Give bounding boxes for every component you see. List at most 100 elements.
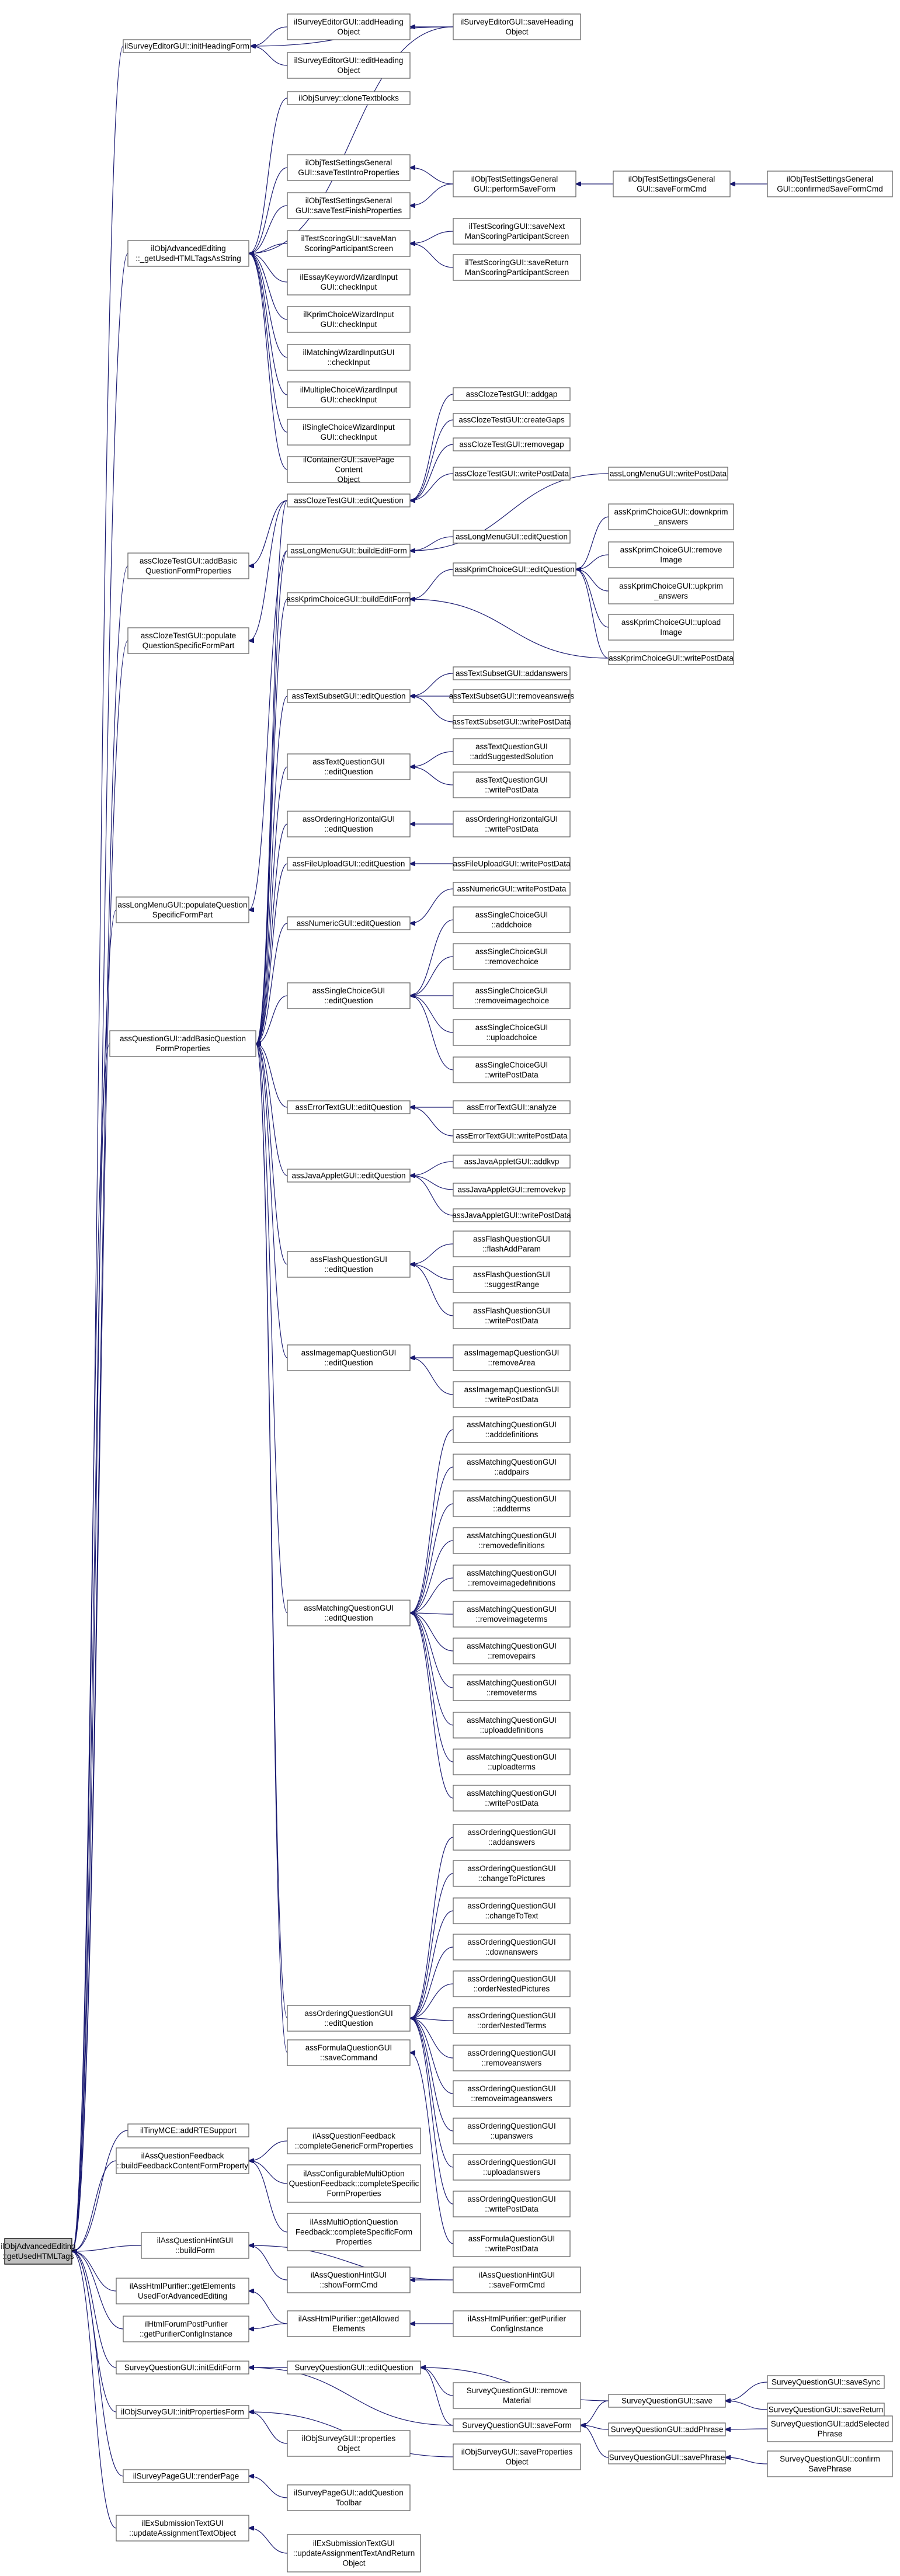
node-mq3[interactable]: assMatchingQuestionGUI::addterms	[453, 1490, 571, 1517]
node-fuWrite[interactable]: assFileUploadGUI::writePostData	[453, 857, 571, 871]
node-kpBuild[interactable]: assKprimChoiceGUI::buildEditForm	[286, 592, 411, 606]
node-tsNext[interactable]: ilTestScoringGUI::saveNextManScoringPart…	[453, 218, 581, 245]
node-matchWiz[interactable]: ilMatchingWizardInputGUI::checkInput	[287, 344, 411, 371]
node-exUpdate[interactable]: ilExSubmissionTextGUI::updateAssignmentT…	[116, 2515, 249, 2542]
node-tsRem[interactable]: assTextSubsetGUI::removeanswers	[449, 689, 575, 703]
node-scWrite[interactable]: assSingleChoiceGUI::writePostData	[453, 1056, 571, 1083]
node-flAdd[interactable]: assFlashQuestionGUI::flashAddParam	[453, 1230, 571, 1257]
node-oq4[interactable]: assOrderingQuestionGUI::downanswers	[453, 1934, 571, 1960]
node-sqAddPhrase[interactable]: SurveyQuestionGUI::addPhrase	[608, 2422, 726, 2436]
node-mq6[interactable]: assMatchingQuestionGUI::removeimageterms	[453, 1601, 571, 1628]
node-sqInit[interactable]: SurveyQuestionGUI::initEditForm	[116, 2361, 249, 2375]
node-lmWrite[interactable]: assLongMenuGUI::writePostData	[608, 467, 728, 481]
node-clozeRemove[interactable]: assClozeTestGUI::removegap	[453, 437, 571, 451]
node-hpConfig[interactable]: ilAssHtmlPurifier::getPurifierConfigInst…	[453, 2310, 581, 2337]
node-advUsed[interactable]: ilObjAdvancedEditing::_getUsedHTMLTagsAs…	[127, 240, 249, 267]
node-spRender[interactable]: ilSurveyPageGUI::renderPage	[123, 2469, 249, 2483]
node-qfConfig[interactable]: ilAssConfigurableMultiOptionQuestionFeed…	[287, 2164, 421, 2203]
node-jaEdit[interactable]: assJavaAppletGUI::editQuestion	[287, 1169, 411, 1183]
node-lmEdit[interactable]: assLongMenuGUI::editQuestion	[453, 530, 571, 544]
node-imRem[interactable]: assImagemapQuestionGUI::removeArea	[453, 1344, 571, 1371]
node-imEdit[interactable]: assImagemapQuestionGUI::editQuestion	[287, 1344, 411, 1371]
node-mq1[interactable]: assMatchingQuestionGUI::adddefinitions	[453, 1416, 571, 1443]
node-mq4[interactable]: assMatchingQuestionGUI::removedefinition…	[453, 1527, 571, 1554]
node-scRemImg[interactable]: assSingleChoiceGUI::removeimagechoice	[453, 982, 571, 1009]
node-kpUp[interactable]: assKprimChoiceGUI::upkprim_answers	[608, 578, 734, 604]
node-tsSaveMan[interactable]: ilTestScoringGUI::saveManScoringParticip…	[287, 230, 411, 257]
node-oq1[interactable]: assOrderingQuestionGUI::addanswers	[453, 1824, 571, 1851]
node-clozeWrite[interactable]: assClozeTestGUI::writePostData	[453, 467, 571, 481]
node-flEdit[interactable]: assFlashQuestionGUI::editQuestion	[287, 1251, 411, 1278]
node-sqSave[interactable]: SurveyQuestionGUI::save	[608, 2394, 726, 2408]
node-root[interactable]: ilObjAdvancedEditing::getUsedHTMLTags	[1, 2238, 76, 2265]
node-lmBuild[interactable]: assLongMenuGUI::buildEditForm	[287, 544, 411, 558]
node-scRem[interactable]: assSingleChoiceGUI::removechoice	[453, 943, 571, 970]
node-fuEdit[interactable]: assFileUploadGUI::editQuestion	[287, 857, 411, 871]
node-numWrite[interactable]: assNumericGUI::writePostData	[453, 882, 571, 896]
node-tsReturn[interactable]: ilTestScoringGUI::saveReturnManScoringPa…	[453, 254, 581, 281]
node-kpWrite[interactable]: assKprimChoiceGUI::writePostData	[608, 651, 734, 665]
node-clozeEdit[interactable]: assClozeTestGUI::editQuestion	[287, 493, 411, 507]
node-mqEdit[interactable]: assMatchingQuestionGUI::editQuestion	[287, 1600, 411, 1626]
node-osCloneText[interactable]: ilObjSurvey::cloneTextblocks	[287, 91, 411, 105]
node-ohWrite[interactable]: assOrderingHorizontalGUI::writePostData	[453, 811, 571, 837]
node-hfConfig[interactable]: ilHtmlForumPostPurifier::getPurifierConf…	[123, 2316, 249, 2342]
node-otsFinish[interactable]: ilObjTestSettingsGeneralGUI::saveTestFin…	[287, 192, 411, 219]
node-oq11[interactable]: assOrderingQuestionGUI::writePostData	[453, 2191, 571, 2217]
node-flRange[interactable]: assFlashQuestionGUI::suggestRange	[453, 1266, 571, 1293]
node-mq8[interactable]: assMatchingQuestionGUI::removeterms	[453, 1674, 571, 1701]
node-oq5[interactable]: assOrderingQuestionGUI::orderNestedPictu…	[453, 1970, 571, 1997]
node-hintSave[interactable]: ilAssQuestionHintGUI::saveFormCmd	[453, 2266, 581, 2293]
node-osInitProps[interactable]: ilObjSurveyGUI::initPropertiesForm	[116, 2405, 249, 2419]
node-etWrite[interactable]: assErrorTextGUI::writePostData	[453, 1129, 571, 1143]
node-scAdd[interactable]: assSingleChoiceGUI::addchoice	[453, 906, 571, 933]
node-etEdit[interactable]: assErrorTextGUI::editQuestion	[287, 1100, 411, 1114]
node-jaWrite[interactable]: assJavaAppletGUI::writePostData	[452, 1208, 571, 1222]
node-sqSaveSync[interactable]: SurveyQuestionGUI::saveSync	[767, 2375, 885, 2389]
node-oq6[interactable]: assOrderingQuestionGUI::orderNestedTerms	[453, 2007, 571, 2034]
node-exUpdateRet[interactable]: ilExSubmissionTextGUI::updateAssignmentT…	[287, 2534, 421, 2572]
node-jaAdd[interactable]: assJavaAppletGUI::addkvp	[453, 1155, 571, 1169]
node-scEdit[interactable]: assSingleChoiceGUI::editQuestion	[287, 982, 411, 1009]
node-oq8[interactable]: assOrderingQuestionGUI::removeimageanswe…	[453, 2080, 571, 2107]
node-multiWiz[interactable]: ilMultipleChoiceWizardInputGUI::checkInp…	[287, 381, 411, 408]
node-scUpload[interactable]: assSingleChoiceGUI::uploadchoice	[453, 1019, 571, 1046]
node-clozeCreate[interactable]: assClozeTestGUI::createGaps	[453, 413, 571, 427]
node-tqEdit[interactable]: assTextQuestionGUI::editQuestion	[287, 753, 411, 780]
node-ohEdit[interactable]: assOrderingHorizontalGUI::editQuestion	[287, 811, 411, 837]
node-lmPopulate[interactable]: assLongMenuGUI::populateQuestionSpecific…	[116, 896, 249, 923]
node-sveHeadInit[interactable]: ilSurveyEditorGUI::initHeadingForm	[123, 39, 251, 53]
node-otsConfirm[interactable]: ilObjTestSettingsGeneralGUI::confirmedSa…	[767, 171, 893, 197]
node-hintBuild[interactable]: ilAssQuestionHintGUI::buildForm	[141, 2232, 249, 2259]
node-tsEdit[interactable]: assTextSubsetGUI::editQuestion	[287, 689, 411, 703]
node-hpElements[interactable]: ilAssHtmlPurifier::getElementsUsedForAdv…	[116, 2278, 249, 2304]
node-oq10[interactable]: assOrderingQuestionGUI::uploadanswers	[453, 2154, 571, 2181]
node-kpDown[interactable]: assKprimChoiceGUI::downkprim_answers	[608, 503, 734, 530]
node-imWrite[interactable]: assImagemapQuestionGUI::writePostData	[453, 1381, 571, 1408]
node-hintShow[interactable]: ilAssQuestionHintGUI::showFormCmd	[287, 2266, 411, 2293]
node-mq11[interactable]: assMatchingQuestionGUI::writePostData	[453, 1785, 571, 1812]
node-mq7[interactable]: assMatchingQuestionGUI::removepairs	[453, 1638, 571, 1664]
node-etAnalyze[interactable]: assErrorTextGUI::analyze	[453, 1100, 571, 1114]
node-oq2[interactable]: assOrderingQuestionGUI::changeToPictures	[453, 1860, 571, 1887]
node-otsIntro[interactable]: ilObjTestSettingsGeneralGUI::saveTestInt…	[287, 154, 411, 181]
node-tsAdd[interactable]: assTextSubsetGUI::addanswers	[453, 666, 571, 680]
node-sqEdit[interactable]: SurveyQuestionGUI::editQuestion	[287, 2361, 421, 2375]
node-flWrite[interactable]: assFlashQuestionGUI::writePostData	[453, 1302, 571, 1329]
node-kpEdit[interactable]: assKprimChoiceGUI::editQuestion	[453, 562, 576, 576]
node-oq3[interactable]: assOrderingQuestionGUI::changeToText	[453, 1897, 571, 1924]
node-mq9[interactable]: assMatchingQuestionGUI::uploaddefinition…	[453, 1712, 571, 1739]
node-clozeAddGap[interactable]: assClozeTestGUI::addgap	[453, 387, 571, 401]
node-fqWrite[interactable]: assFormulaQuestionGUI::writePostData	[453, 2230, 571, 2257]
